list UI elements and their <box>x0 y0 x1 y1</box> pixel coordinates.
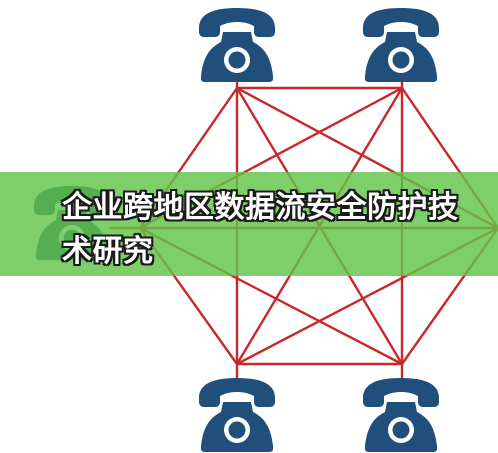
telephone-icon <box>199 8 275 82</box>
telephone-icon <box>363 8 439 82</box>
banner-title: 企业跨地区数据流安全防护技术研究 <box>62 190 459 269</box>
telephone-icon <box>199 378 275 452</box>
title-banner <box>0 172 498 276</box>
telephone-icon <box>363 378 439 452</box>
